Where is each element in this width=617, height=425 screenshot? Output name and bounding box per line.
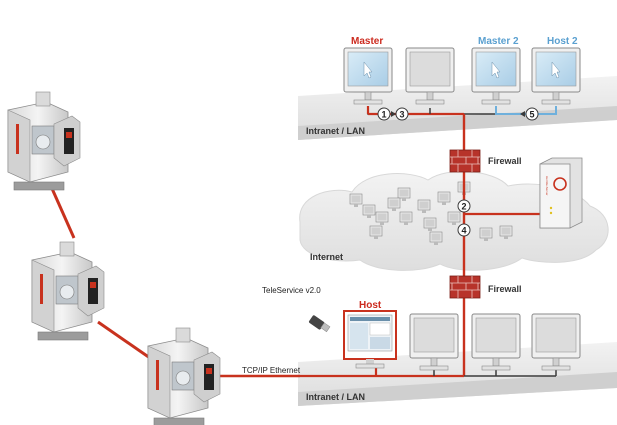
ethernet-label: TCP/IP Ethernet — [242, 366, 301, 375]
master-2-label: Master 2 — [478, 36, 519, 47]
svg-text:4: 4 — [461, 226, 466, 236]
teleservice-label: TeleService v2.0 — [262, 286, 321, 295]
svg-text:5: 5 — [529, 110, 534, 120]
internet-label: Internet — [310, 252, 344, 262]
firewall-top-label: Firewall — [488, 156, 522, 166]
svg-text:1: 1 — [381, 110, 386, 120]
firewall-icon — [449, 275, 481, 299]
machine-icon — [31, 241, 105, 341]
host-2-label: Host 2 — [547, 36, 578, 47]
connection-marker-2: 2 — [457, 199, 471, 213]
host-label: Host — [359, 300, 382, 311]
intranet-lan-bottom-label: Intranet / LAN — [306, 392, 366, 402]
svg-text:2: 2 — [461, 202, 466, 212]
connection-marker-3: 3 — [395, 107, 409, 121]
arrow-icon — [391, 111, 396, 117]
firewall-bottom-label: Firewall — [488, 284, 522, 294]
intranet-lan-top-label: Intranet / LAN — [306, 126, 366, 136]
machine-icon — [7, 91, 81, 191]
arrow-icon — [520, 111, 525, 117]
server-icon: Hermle-Server — [539, 157, 583, 229]
connection-marker-4: 4 — [457, 223, 471, 237]
connection-marker-5: 5 — [525, 107, 539, 121]
firewall-icon — [449, 149, 481, 173]
connection-marker-1: 1 — [377, 107, 391, 121]
host-monitor — [343, 310, 397, 369]
master-label: Master — [351, 36, 384, 47]
machine-icon — [147, 327, 221, 425]
server-label: Hermle-Server — [545, 176, 549, 196]
usb-stick-icon — [308, 315, 331, 333]
svg-text:3: 3 — [399, 110, 404, 120]
